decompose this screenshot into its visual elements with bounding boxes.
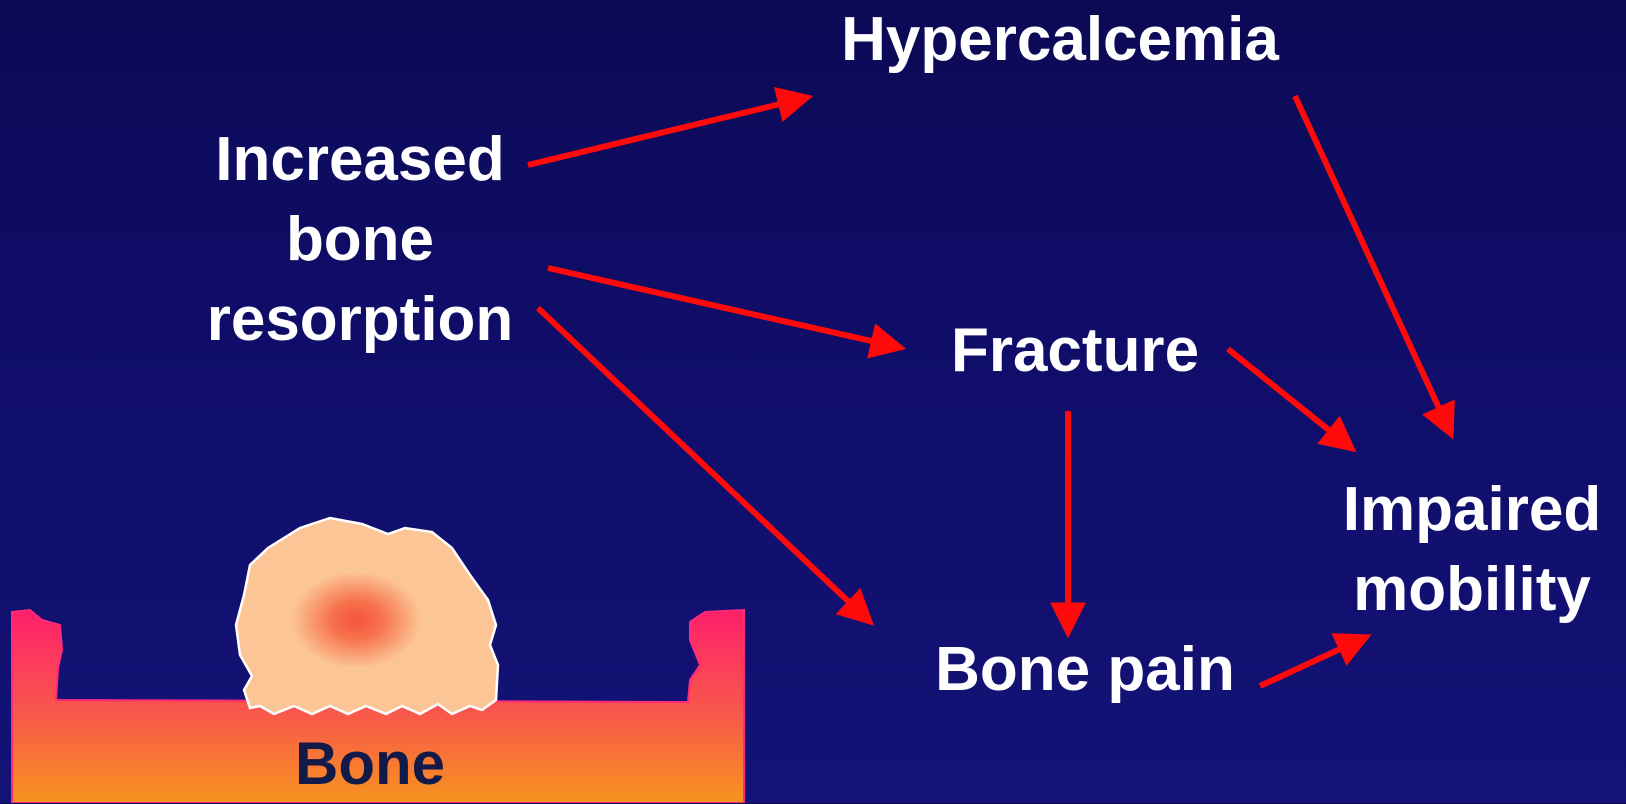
node-resorption-line-1: Increased xyxy=(160,120,560,200)
node-hypercalcemia: Hypercalcemia xyxy=(820,0,1300,80)
bone-label-text: Bone xyxy=(250,724,490,804)
node-resorption-line-3: resorption xyxy=(160,280,560,360)
tumor-shape xyxy=(236,518,498,714)
node-impaired-line-1: Impaired xyxy=(1318,470,1626,550)
node-fracture-text: Fracture xyxy=(920,311,1230,391)
arrow-resorption-to-bone-pain xyxy=(538,308,868,620)
node-bone-pain: Bone pain xyxy=(900,630,1270,710)
arrow-bone-pain-to-impaired xyxy=(1260,638,1364,686)
arrow-fracture-to-impaired xyxy=(1228,349,1350,447)
node-fracture: Fracture xyxy=(920,311,1230,391)
node-resorption-line-2: bone xyxy=(160,200,560,280)
arrow-hypercalcemia-to-impaired xyxy=(1295,96,1450,432)
node-increased-bone-resorption: Increased bone resorption xyxy=(160,120,560,360)
node-bone-pain-text: Bone pain xyxy=(900,630,1270,710)
arrow-resorption-to-hypercalcemia xyxy=(528,98,805,165)
node-hypercalcemia-text: Hypercalcemia xyxy=(820,0,1300,80)
bone-label: Bone xyxy=(250,724,490,804)
node-impaired-mobility: Impaired mobility xyxy=(1318,470,1626,630)
arrow-resorption-to-fracture xyxy=(548,268,898,347)
node-impaired-line-2: mobility xyxy=(1318,550,1626,630)
